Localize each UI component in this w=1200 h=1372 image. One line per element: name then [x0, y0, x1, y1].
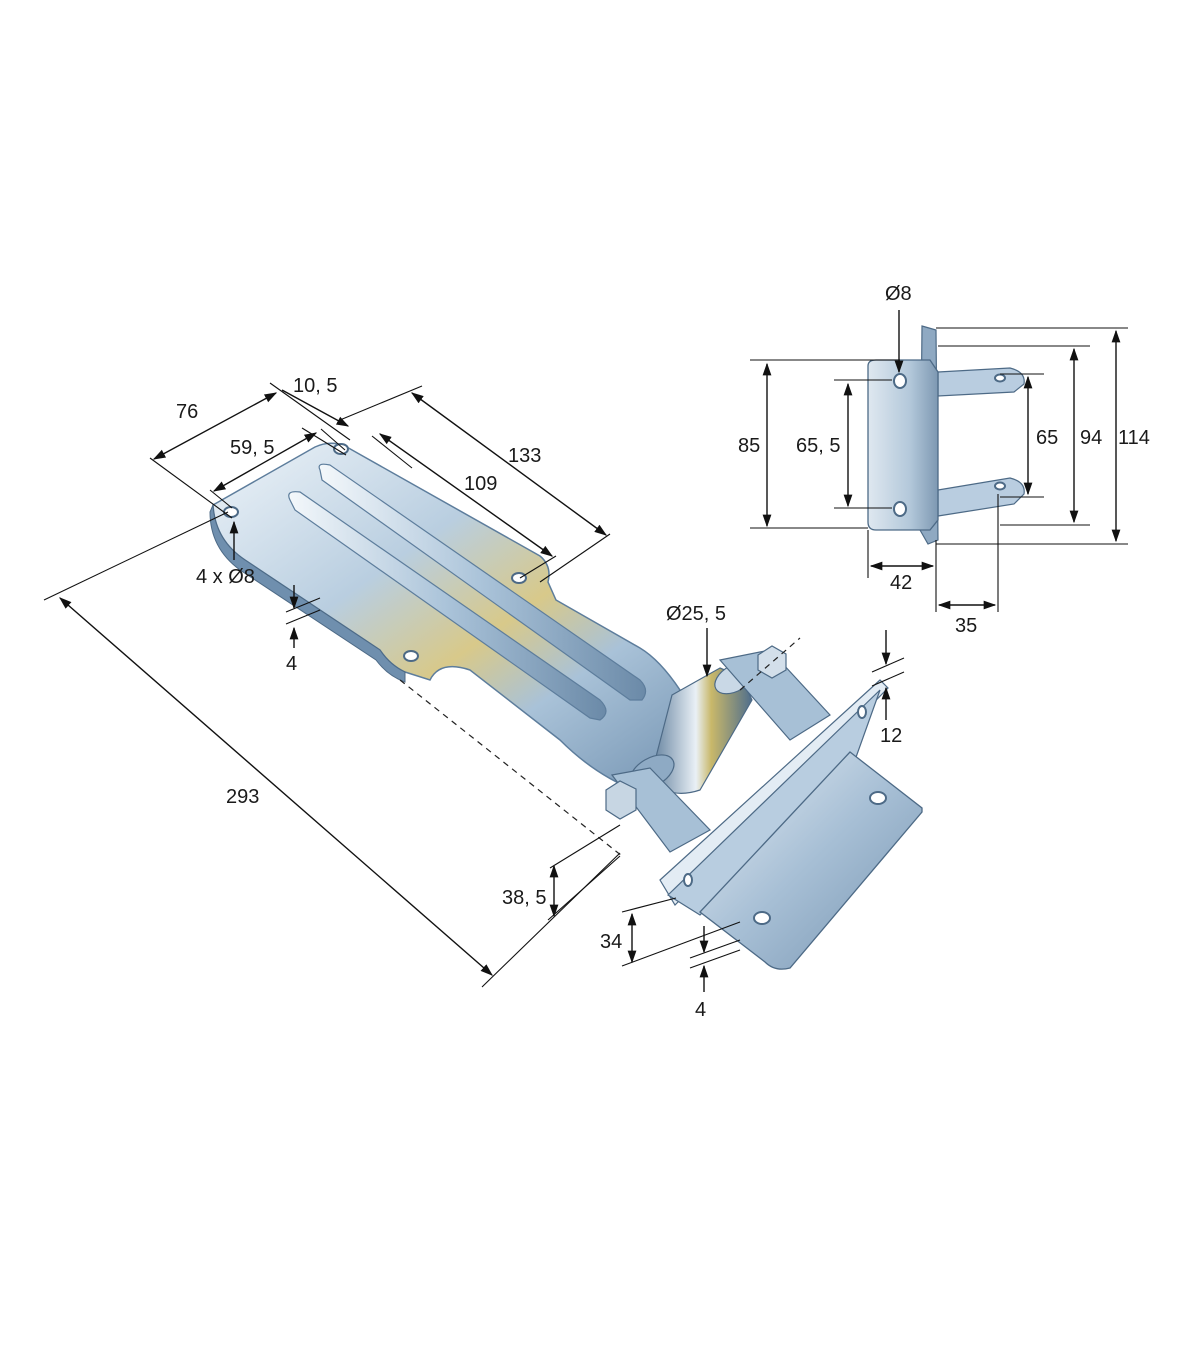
- main-dimensions: 76 10, 5 59, 5 133 109 4 x Ø8 4 293 Ø25,…: [43, 375, 905, 1021]
- side-view-hole-bottom: [893, 501, 907, 517]
- bracket-flange-hole-1: [857, 705, 867, 719]
- side-dimensions: Ø8 85 65, 5 65 94 114 42 35: [738, 283, 1150, 637]
- dim-76: 76: [176, 401, 198, 423]
- dim-4-plate: 4: [286, 653, 297, 675]
- dim-4-bracket: 4: [695, 999, 706, 1021]
- dim-133: 133: [508, 445, 541, 467]
- dim-12: 12: [880, 725, 902, 747]
- side-dim-65: 65: [1036, 427, 1058, 449]
- bracket-hole-2: [753, 911, 771, 925]
- dim-10-5: 10, 5: [293, 375, 337, 397]
- side-dim-35: 35: [955, 615, 977, 637]
- bracket-hole-1: [869, 791, 887, 805]
- side-view-plate: [867, 359, 939, 531]
- dim-293: 293: [226, 786, 259, 808]
- dim-59-5: 59, 5: [230, 437, 274, 459]
- side-dim-65-5: 65, 5: [796, 435, 840, 457]
- side-view-lug-top: [937, 367, 1025, 397]
- side-dim-85: 85: [738, 435, 760, 457]
- side-dim-114: 114: [1118, 427, 1150, 449]
- bolt-nut-top: [757, 645, 787, 679]
- bolt-nut-bottom: [605, 780, 637, 820]
- dim-34: 34: [600, 931, 622, 953]
- side-dim-42: 42: [890, 572, 912, 594]
- plate-hole-4: [403, 650, 419, 662]
- side-dim-94: 94: [1080, 427, 1102, 449]
- hinge-main-view: [209, 442, 923, 970]
- side-view-hole-top: [893, 373, 907, 389]
- dim-109: 109: [464, 473, 497, 495]
- bracket-flange-hole-2: [683, 873, 693, 887]
- plate-hole-2: [333, 443, 349, 455]
- side-dim-d8: Ø8: [885, 283, 912, 305]
- dim-holes: 4 x Ø8: [196, 566, 255, 588]
- plate-hole-3: [511, 572, 527, 584]
- dim-25-5: Ø25, 5: [666, 603, 726, 625]
- side-view: [867, 325, 1025, 545]
- plate-hole-1: [223, 506, 239, 518]
- dim-38-5: 38, 5: [502, 887, 546, 909]
- hinge-knuckle-top: [718, 649, 831, 741]
